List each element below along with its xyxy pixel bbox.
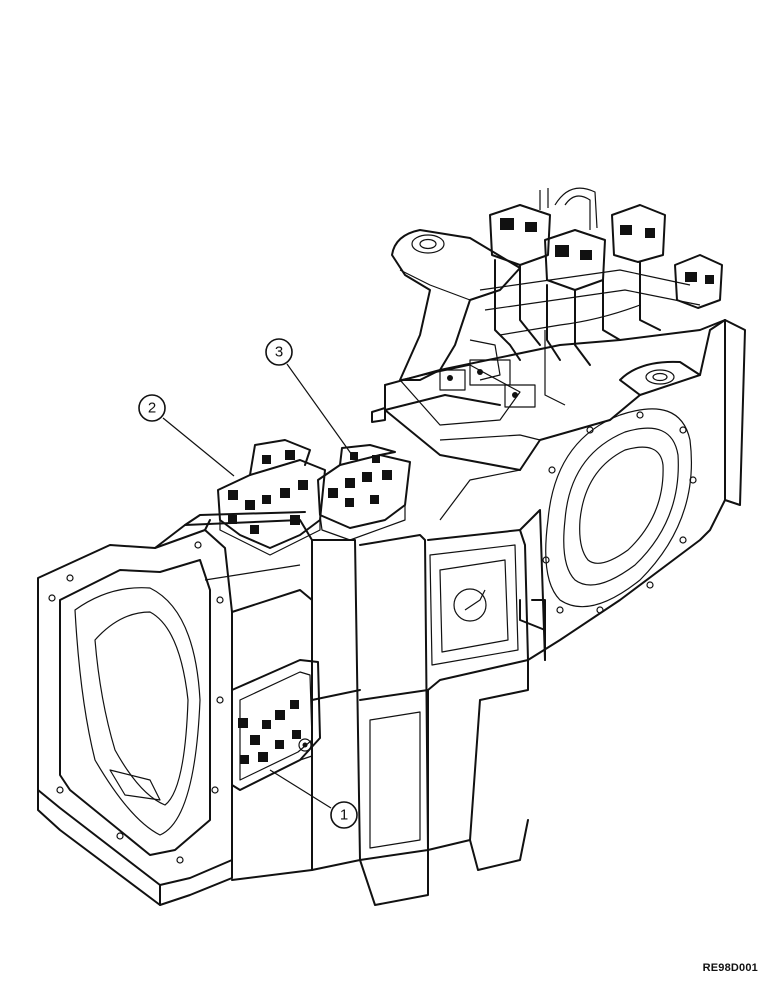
front-housing xyxy=(37,529,233,906)
lift-bracket xyxy=(391,229,521,381)
callout-2-label: 2 xyxy=(148,400,156,417)
valve-block-2 xyxy=(217,439,326,556)
rear-housing xyxy=(519,319,746,661)
callout-1-label: 1 xyxy=(340,807,348,824)
transmission-case xyxy=(154,469,529,906)
valve-block-3 xyxy=(317,444,411,541)
upper-valve-stack xyxy=(439,187,723,408)
callout-3: 3 xyxy=(265,338,353,456)
callout-1: 1 xyxy=(269,769,358,829)
figure-reference-code: RE98D001 xyxy=(702,962,758,974)
side-valve-1 xyxy=(231,659,321,791)
callout-3-label: 3 xyxy=(275,344,283,361)
callout-2: 2 xyxy=(138,394,235,477)
top-deck xyxy=(371,319,726,471)
